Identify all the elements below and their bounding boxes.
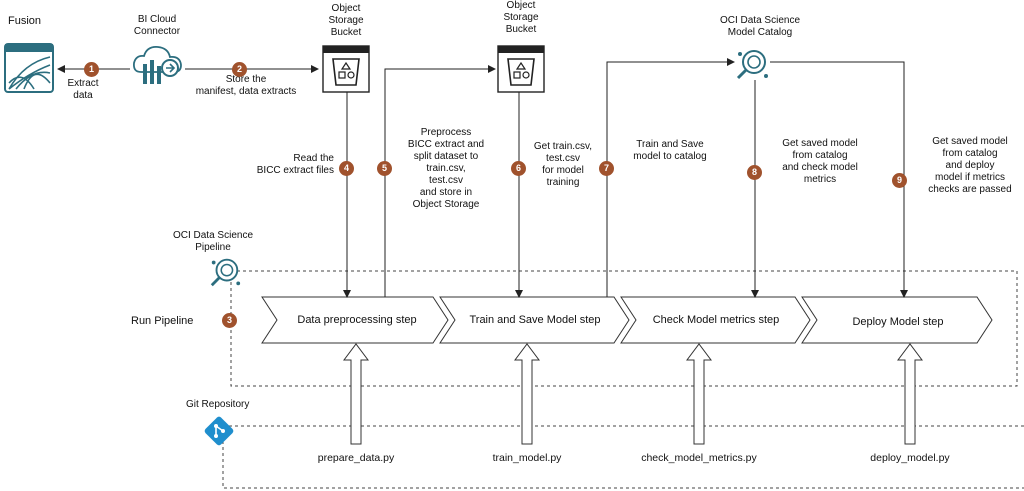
script-check-model-metrics: check_model_metrics.py: [641, 452, 757, 464]
step-badge-7: 7: [599, 161, 614, 176]
step-deploy-model: Deploy Model step: [852, 316, 944, 328]
step-badge-9: 9: [892, 173, 907, 188]
git-repository-container: [222, 425, 1024, 489]
step-data-preprocessing: Data preprocessing step: [297, 314, 417, 326]
fusion-label: Fusion: [8, 15, 42, 27]
git-icon: [204, 416, 234, 446]
step-chevron-train-save: [439, 296, 630, 344]
script-prepare-data: prepare_data.py: [317, 452, 395, 464]
bucket-icon: [497, 45, 545, 93]
git-to-step-arrows: [343, 343, 923, 445]
hollow-arrow-deploy: [897, 343, 923, 445]
fusion-app-icon: [4, 43, 54, 93]
step-check-model-metrics: Check Model metrics step: [652, 314, 780, 326]
cloud-connector-icon: [132, 46, 182, 84]
edge-9-deploy: [770, 61, 908, 298]
hollow-arrow-prepare: [343, 343, 369, 445]
step-train-save-model: Train and Save Model step: [469, 314, 601, 326]
run-pipeline-label: Run Pipeline: [131, 315, 194, 327]
step-chevron-data-preprocessing: [261, 296, 449, 344]
hollow-arrow-train: [514, 343, 540, 445]
step-badge-1: 1: [84, 62, 99, 77]
edge-5-store-splits: [384, 65, 496, 297]
step-badge-2: 2: [232, 62, 247, 77]
pipeline-container: [230, 270, 1018, 387]
step-badge-8: 8: [747, 165, 762, 180]
script-deploy-model: deploy_model.py: [870, 452, 950, 464]
step-badge-4: 4: [339, 161, 354, 176]
step-chevron-check-metrics: [620, 296, 811, 344]
step-badge-6: 6: [511, 161, 526, 176]
step-badge-5: 5: [377, 161, 392, 176]
model-catalog-icon: [736, 50, 768, 80]
step-chevron-deploy: [801, 296, 993, 344]
edge-7-save-model: [606, 58, 735, 297]
hollow-arrow-check: [686, 343, 712, 445]
pipeline-icon: [210, 258, 241, 287]
bucket-icon: [322, 45, 370, 93]
script-train-model: train_model.py: [492, 452, 562, 464]
step-badge-3: 3: [222, 313, 237, 328]
git-label: Git Repository: [186, 399, 250, 410]
